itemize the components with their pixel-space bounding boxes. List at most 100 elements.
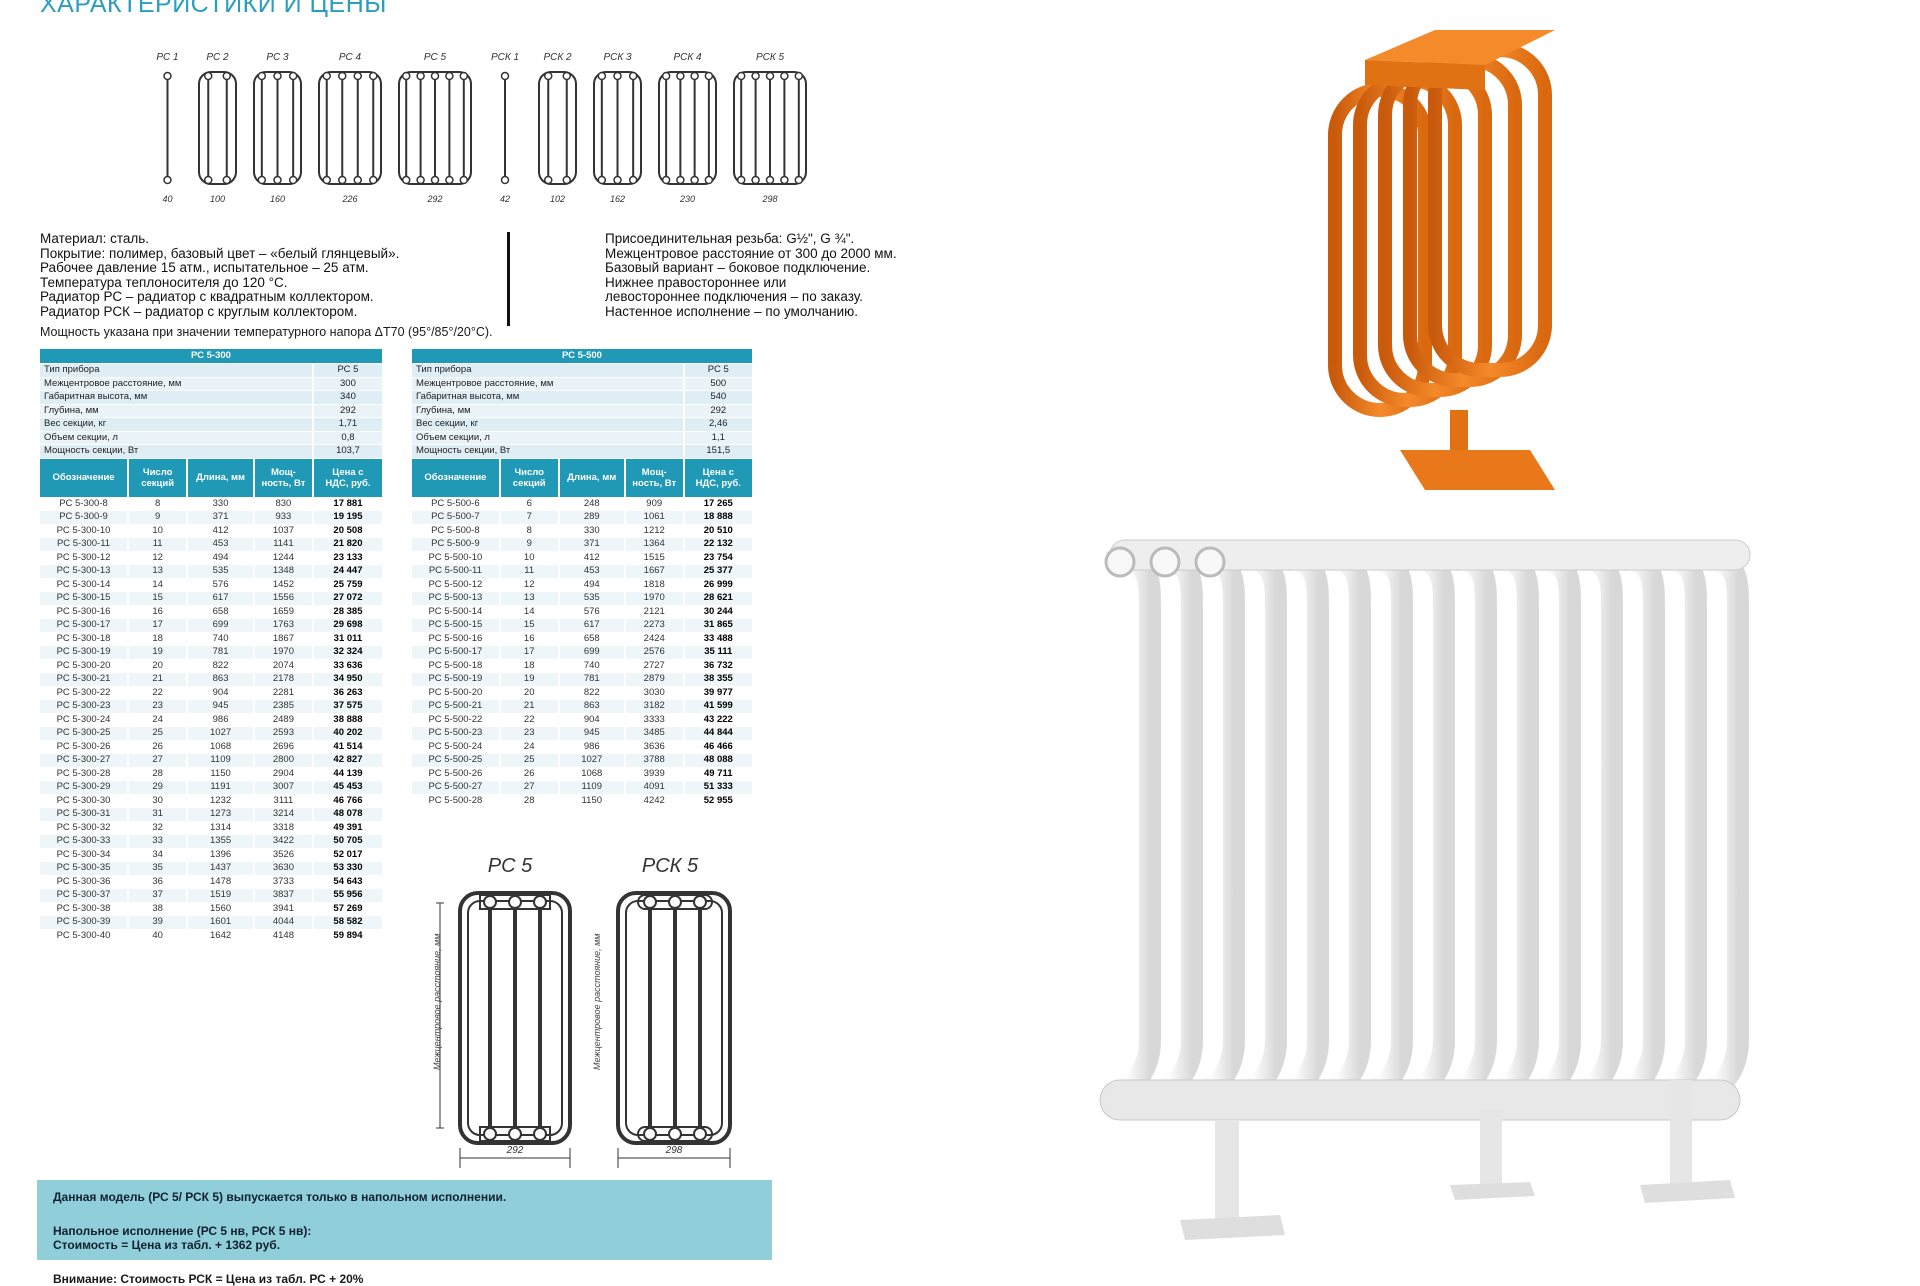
property-name: Мощность секции, Вт xyxy=(40,445,312,458)
property-value: 0,8 xyxy=(313,431,382,444)
table-cell: 36 xyxy=(129,875,187,888)
column-header: Обозначение xyxy=(40,458,128,497)
table-cell: 2800 xyxy=(254,754,312,767)
schematic-label: РС 3 xyxy=(266,52,289,63)
column-header: Мощ- ность, Вт xyxy=(625,458,683,497)
table-cell: 576 xyxy=(188,578,253,591)
table-cell: РС 5-300-29 xyxy=(40,781,128,794)
table-cell: 4091 xyxy=(625,781,683,794)
table-cell: 330 xyxy=(188,497,253,510)
price-cell: 23 133 xyxy=(313,551,382,564)
property-name: Мощность секции, Вт xyxy=(412,445,683,458)
price-cell: 19 195 xyxy=(313,511,382,524)
table-cell: РС 5-500-15 xyxy=(412,619,499,632)
table-cell: 18 xyxy=(129,632,187,645)
table-cell: 24 xyxy=(129,713,187,726)
table-cell: 453 xyxy=(559,565,624,578)
schematic-label: РСК 4 xyxy=(673,52,702,63)
schematic-width: 102 xyxy=(549,194,566,204)
schematic-width: 230 xyxy=(679,194,696,204)
table-cell: 1560 xyxy=(188,902,253,915)
table-cell: РС 5-300-8 xyxy=(40,497,128,510)
rs5-front-drawing xyxy=(436,891,572,1168)
table-cell: 1478 xyxy=(188,875,253,888)
table-cell: 740 xyxy=(188,632,253,645)
table-cell: 3182 xyxy=(625,700,683,713)
schematic-drawing xyxy=(318,71,382,185)
info-line-floor-cost: Стоимость = Цена из табл. + 1362 руб. xyxy=(53,1238,281,1252)
table-cell: 248 xyxy=(559,497,624,510)
column-header: Цена с НДС, руб. xyxy=(684,458,752,497)
property-name: Межцентровое расстояние, мм xyxy=(40,377,312,390)
table-cell: 945 xyxy=(559,727,624,740)
price-cell: 41 514 xyxy=(313,740,382,753)
table-cell: 3941 xyxy=(254,902,312,915)
table-cell: 25 xyxy=(500,754,558,767)
price-cell: 46 766 xyxy=(313,794,382,807)
table-cell: РС 5-300-38 xyxy=(40,902,128,915)
table-cell: РС 5-300-12 xyxy=(40,551,128,564)
schematic-drawing xyxy=(253,71,302,185)
table-cell: 1027 xyxy=(188,727,253,740)
orange-radiator-image xyxy=(1328,30,1555,490)
table-cell: 1244 xyxy=(254,551,312,564)
power-note: Мощность указана при значении температур… xyxy=(40,325,493,339)
table-cell: 38 xyxy=(129,902,187,915)
table-cell: РС 5-300-15 xyxy=(40,592,128,605)
table-cell: 535 xyxy=(188,565,253,578)
table-cell: РС 5-300-37 xyxy=(40,889,128,902)
table-cell: 453 xyxy=(188,538,253,551)
schematic-label: РС 1 xyxy=(156,52,179,63)
table-cell: 412 xyxy=(559,551,624,564)
table-cell: 33 xyxy=(129,835,187,848)
schematic-drawing xyxy=(198,71,237,185)
property-name: Габаритная высота, мм xyxy=(40,391,312,404)
table-cell: 2904 xyxy=(254,767,312,780)
table-cell: РС 5-300-35 xyxy=(40,862,128,875)
table-cell: РС 5-300-28 xyxy=(40,767,128,780)
table-cell: 1273 xyxy=(188,808,253,821)
table-cell: РС 5-500-28 xyxy=(412,794,499,807)
price-cell: 52 955 xyxy=(684,794,752,807)
schematic-label: РС 5 xyxy=(423,52,447,63)
table-cell: РС 5-300-11 xyxy=(40,538,128,551)
table-cell: РС 5-300-22 xyxy=(40,686,128,699)
table-cell: РС 5-500-14 xyxy=(412,605,499,618)
table-cell: 576 xyxy=(559,605,624,618)
price-cell: 31 011 xyxy=(313,632,382,645)
property-value: РС 5 xyxy=(684,364,752,377)
white-radiator-image xyxy=(1099,539,1751,1240)
table-cell: 1396 xyxy=(188,848,253,861)
table-cell: 19 xyxy=(500,673,558,686)
price-cell: 36 263 xyxy=(313,686,382,699)
table-cell: РС 5-500-8 xyxy=(412,524,499,537)
table-cell: 3007 xyxy=(254,781,312,794)
property-value: 1,71 xyxy=(313,418,382,431)
table-cell: РС 5-300-39 xyxy=(40,916,128,929)
schematic-width: 160 xyxy=(269,194,286,204)
table-cell: 1867 xyxy=(254,632,312,645)
table-cell: 1232 xyxy=(188,794,253,807)
spec-line: Межцентровое расстояние от 300 до 2000 м… xyxy=(605,245,897,261)
spec-line: Настенное исполнение – по умолчанию. xyxy=(605,303,859,319)
table-cell: 945 xyxy=(188,700,253,713)
